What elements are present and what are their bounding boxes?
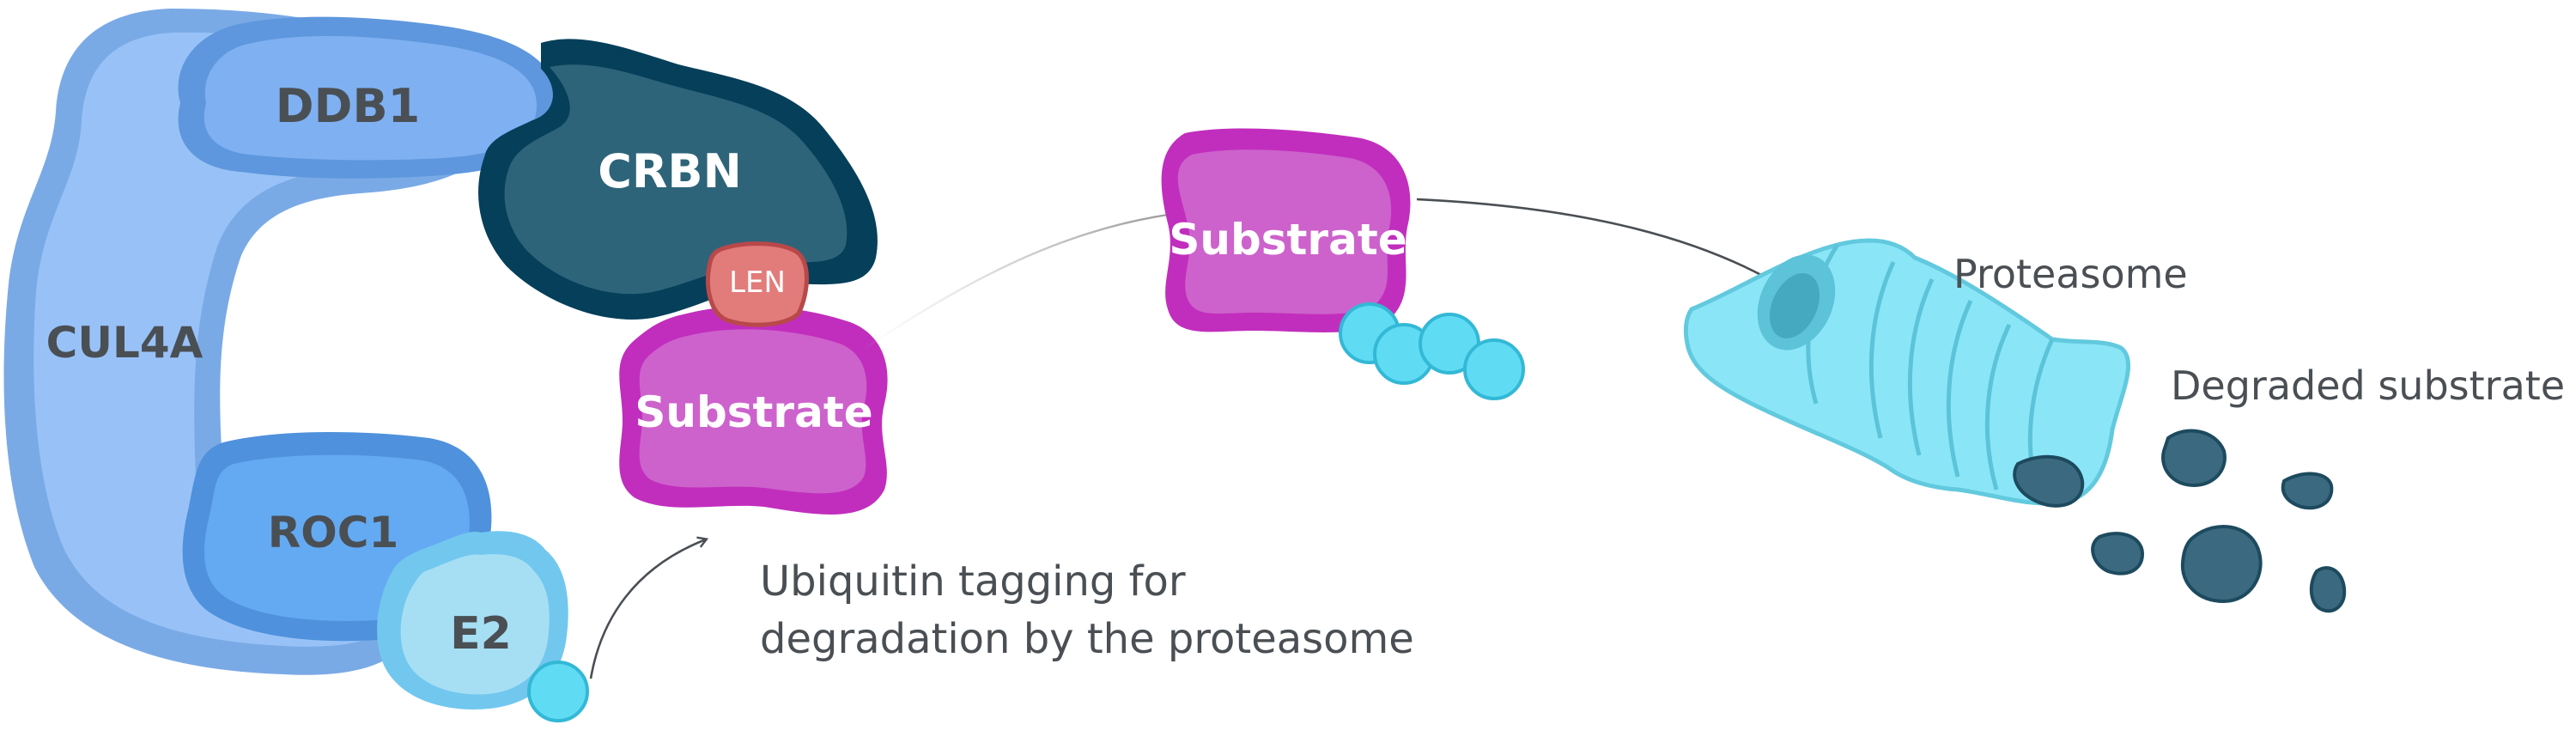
ubiquitin-4 <box>1463 338 1525 400</box>
fragment-5 <box>2180 525 2263 604</box>
ubiquitin-caption-line1: Ubiquitin tagging for <box>760 557 1186 606</box>
ddb1-inner <box>204 36 537 161</box>
proteasome-ring-3 <box>1907 277 1935 456</box>
ubiquitin-transfer-arrow <box>589 539 706 679</box>
ddb1-protein: DDB1 <box>178 16 558 179</box>
roc1-label: ROC1 <box>268 508 399 557</box>
crbn-inner <box>504 64 848 295</box>
len-molecule: LEN <box>705 241 809 327</box>
ubiquitin-caption-line2: degradation by the proteasome <box>760 615 1414 663</box>
e2-inner <box>400 554 550 695</box>
bound-substrate-label: Substrate <box>635 387 872 437</box>
tagged-substrate: Substrate <box>1161 128 1411 332</box>
fragment-3 <box>2281 472 2334 510</box>
e2-label: E2 <box>450 608 512 660</box>
len-shape <box>705 241 809 327</box>
crbn-protein: CRBN <box>478 39 878 320</box>
e2-protein: E2 <box>377 531 568 710</box>
proteasome-opening-inner <box>1769 273 1820 338</box>
degraded-fragments <box>2013 429 2347 613</box>
fragment-6 <box>2309 566 2347 613</box>
bound-substrate: Substrate <box>619 306 888 515</box>
tagged-substrate-label: Substrate <box>1169 215 1406 265</box>
transition-arc <box>858 213 1169 353</box>
degraded-substrate-label: Degraded substrate <box>2171 362 2565 409</box>
ubiquitin-chain <box>1339 302 1525 400</box>
bound-substrate-inner <box>639 329 867 494</box>
fragment-2 <box>2161 429 2227 488</box>
proteasome-ring-4 <box>1946 299 1973 478</box>
fragment-4 <box>2091 532 2145 576</box>
fragment-1 <box>2013 454 2085 508</box>
cul4a-inner <box>33 32 476 647</box>
proteasome-ring-5 <box>1984 323 2012 490</box>
ubiquitin-on-e2 <box>527 661 589 722</box>
len-label: LEN <box>729 265 786 300</box>
cul4a-label: CUL4A <box>46 318 204 368</box>
proteasome-label: Proteasome <box>1953 251 2188 297</box>
proteasome-ring-2 <box>1868 260 1896 439</box>
crbn-label: CRBN <box>598 144 742 198</box>
ddb1-label: DDB1 <box>276 79 420 133</box>
proteasome <box>1683 238 2130 506</box>
tagged-substrate-inner <box>1177 149 1392 314</box>
